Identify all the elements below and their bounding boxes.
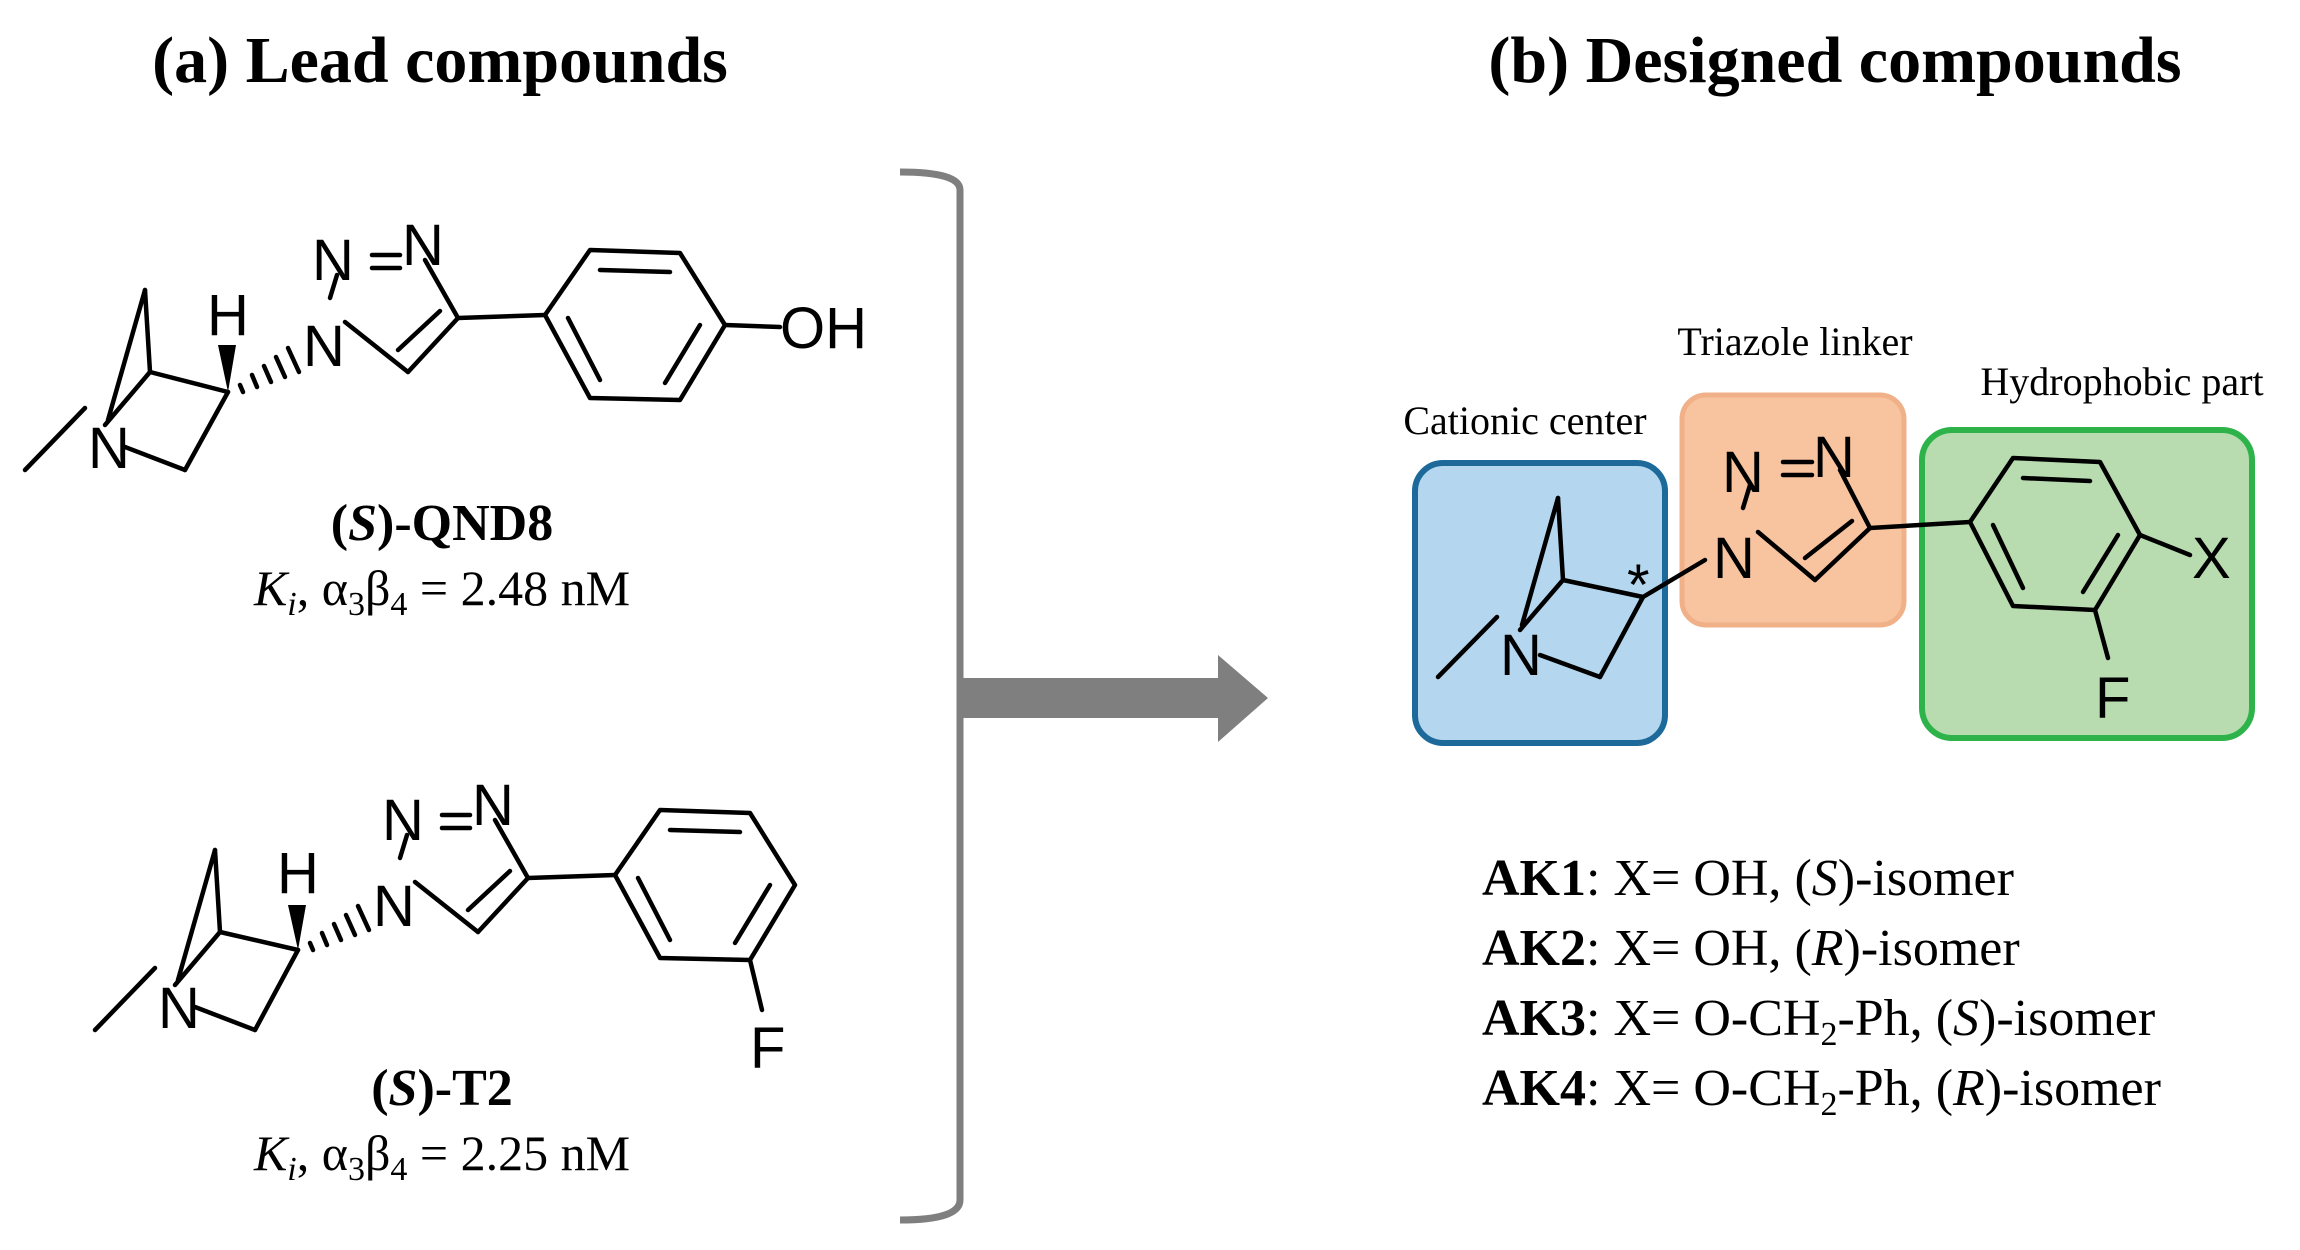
t2-n3-atom: N xyxy=(472,773,514,838)
triazole-linker-box xyxy=(1679,392,1907,628)
t2-h-atom: H xyxy=(277,841,319,906)
designed-n1-atom: N xyxy=(1713,526,1755,591)
panel-a-title: (a) Lead compounds xyxy=(152,24,728,97)
t2-n1-atom: N xyxy=(373,874,415,939)
hydrophobic-part-label: Hydrophobic part xyxy=(1980,359,2263,404)
hashed-bond xyxy=(307,903,372,953)
t2-structure xyxy=(92,807,798,1033)
wedge-bond xyxy=(288,905,306,950)
t2-n-atom: N xyxy=(158,976,200,1041)
t2-name: (S)-T2 xyxy=(371,1060,513,1117)
designed-n-atom: N xyxy=(1500,623,1542,688)
hashed-bond xyxy=(237,345,302,395)
qnd8-n3-atom: N xyxy=(402,213,444,278)
designed-compounds-list: AK1: X= OH, (S)-isomer AK2: X= OH, (R)-i… xyxy=(1482,850,2161,1123)
designed-n3-atom: N xyxy=(1813,425,1855,490)
stereocenter-star: * xyxy=(1627,553,1650,618)
qnd8-oh-group: OH xyxy=(780,296,867,361)
qnd8-n2-atom: N xyxy=(312,228,354,293)
ak4-line: AK4: X= O-CH2-Ph, (R)-isomer xyxy=(1482,1060,2161,1123)
ak3-line: AK3: X= O-CH2-Ph, (S)-isomer xyxy=(1482,990,2155,1053)
cationic-center-label: Cationic center xyxy=(1403,398,1646,443)
qnd8-n-atom: N xyxy=(88,416,130,481)
t2-f-atom: F xyxy=(750,1016,785,1081)
ak1-line: AK1: X= OH, (S)-isomer xyxy=(1482,850,2014,907)
qnd8-ki: Ki, α3β4 = 2.48 nM xyxy=(253,560,630,623)
x-substituent: X xyxy=(2192,526,2231,591)
triazole-linker-label: Triazole linker xyxy=(1677,319,1912,364)
arrow-shaft xyxy=(963,678,1221,718)
panel-b-title: (b) Designed compounds xyxy=(1488,24,2181,97)
grouping-bracket xyxy=(899,168,964,1224)
arrow-head xyxy=(1218,655,1268,742)
t2-n2-atom: N xyxy=(382,788,424,853)
designed-f-atom: F xyxy=(2095,666,2130,731)
designed-structure xyxy=(1435,455,2193,680)
qnd8-name: (S)-QND8 xyxy=(331,495,553,552)
qnd8-structure xyxy=(22,247,783,473)
ak2-line: AK2: X= OH, (R)-isomer xyxy=(1482,920,2020,977)
t2-ki: Ki, α3β4 = 2.25 nM xyxy=(253,1125,630,1188)
designed-n2-atom: N xyxy=(1722,440,1764,505)
qnd8-h-atom: H xyxy=(207,283,249,348)
wedge-bond xyxy=(218,345,236,392)
qnd8-n1-atom: N xyxy=(303,314,345,379)
